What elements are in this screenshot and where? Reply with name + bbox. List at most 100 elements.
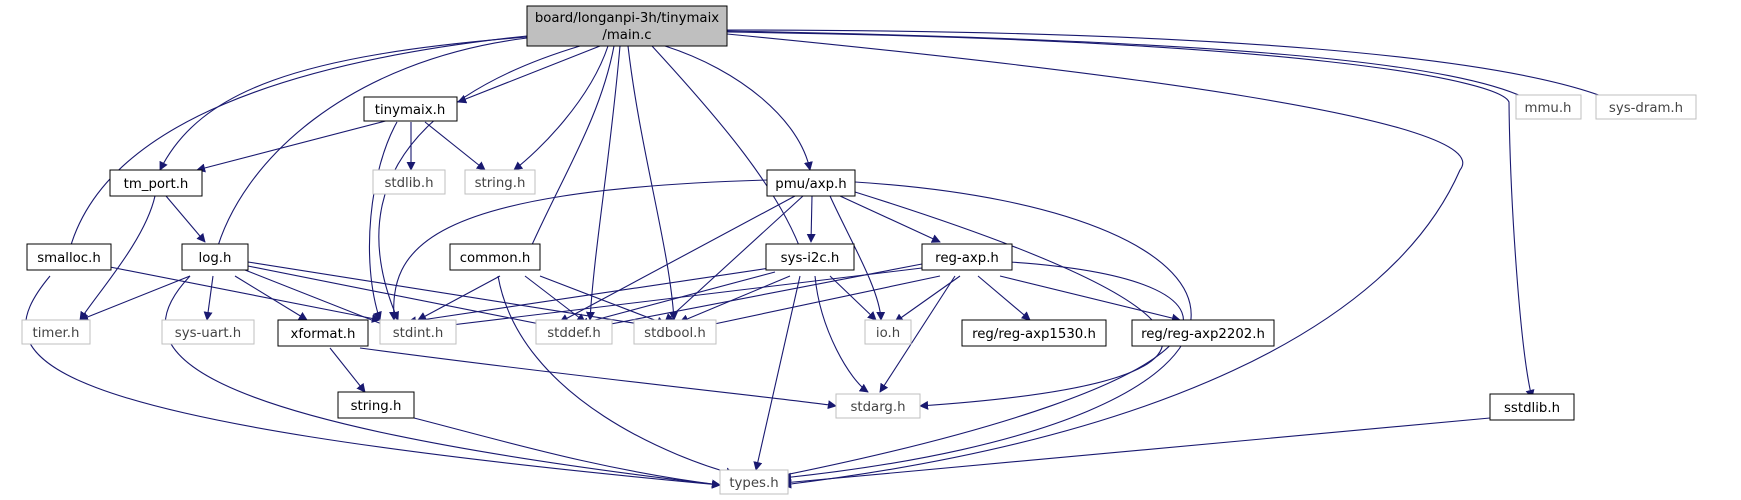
node-label: string.h: [351, 399, 402, 414]
node-stdint-h[interactable]: stdint.h: [379, 319, 457, 345]
edge-main-to-string-sys: [513, 45, 609, 171]
edge-reg-axp-to-reg-axp2202: [999, 275, 1181, 323]
edge-reg-axp-to-reg-axp1530: [977, 275, 1031, 321]
edge-main-to-sys-i2c: [651, 45, 805, 257]
edge-sys-i2c-to-types: [753, 275, 801, 471]
edge-common-to-stdint: [417, 275, 501, 321]
node-label: stddef.h: [547, 326, 601, 341]
edge-main-to-tm-port: [159, 36, 528, 171]
edge-main-to-log: [212, 37, 528, 257]
node-label: /main.c: [602, 28, 651, 43]
node-mmu-h[interactable]: mmu.h: [1515, 94, 1582, 120]
edge-sys-i2c-to-io: [829, 275, 877, 321]
file-nodes: board/longanpi-3h/tinymaix /main.c tinym…: [21, 5, 1697, 495]
node-label: pmu/axp.h: [775, 177, 846, 192]
edge-reg-axp-to-stdbool: [685, 275, 941, 333]
node-common-h[interactable]: common.h: [449, 243, 541, 271]
dependency-edges: [25, 29, 1624, 489]
node-label: stdint.h: [393, 326, 444, 341]
node-reg-axp2202-h[interactable]: reg/reg-axp2202.h: [1131, 319, 1275, 347]
node-stddef-h[interactable]: stddef.h: [535, 319, 613, 345]
node-label: sys-uart.h: [175, 326, 241, 341]
node-sys-uart-h[interactable]: sys-uart.h: [161, 319, 255, 345]
edge-pmu-to-io: [829, 195, 886, 321]
edge-log-to-types: [164, 275, 721, 489]
node-stdlib-h[interactable]: stdlib.h: [372, 169, 446, 195]
edge-xformat-to-string-local: [329, 347, 366, 393]
edge-tinymaix-to-string-sys: [424, 121, 486, 171]
edge-main-to-stddef: [585, 45, 621, 321]
node-label: tm_port.h: [124, 177, 189, 192]
node-timer-h[interactable]: timer.h: [21, 319, 91, 345]
edge-main-to-smalloc: [65, 35, 528, 257]
edge-pmu-to-stddef: [559, 195, 796, 323]
edge-tm-port-to-timer: [79, 195, 156, 321]
node-label: sys-i2c.h: [781, 251, 840, 266]
edge-pmu-to-sys-i2c: [806, 195, 816, 243]
edge-sys-i2c-to-stdint: [407, 267, 771, 326]
node-label: sys-dram.h: [1609, 101, 1683, 116]
edge-string-local-to-types: [413, 417, 721, 489]
edge-main-to-stdbool: [627, 45, 679, 321]
edge-reg-axp-to-stdarg: [879, 275, 956, 393]
edge-reg-axp-to-stddef: [589, 263, 923, 331]
edge-main-to-stdint: [378, 45, 581, 321]
node-sys-dram-h[interactable]: sys-dram.h: [1595, 94, 1697, 120]
node-types-h[interactable]: types.h: [719, 469, 789, 495]
edge-main-to-sys-dram: [726, 29, 1624, 106]
node-label: board/longanpi-3h/tinymaix: [535, 11, 719, 26]
edge-reg-axp-to-types: [769, 261, 1184, 481]
edge-reg-axp-to-io: [894, 275, 961, 323]
edge-pmu-to-stdbool: [664, 195, 804, 323]
node-sstdlib-h[interactable]: sstdlib.h: [1489, 393, 1575, 421]
edge-main-to-sstdlib: [726, 31, 1535, 399]
edge-tm-port-to-log: [165, 195, 206, 243]
edge-pmu-to-stdint: [389, 179, 768, 321]
node-label: common.h: [460, 251, 531, 266]
node-label: stdlib.h: [384, 176, 433, 191]
edge-log-to-timer: [79, 275, 191, 322]
node-tinymaix-h[interactable]: tinymaix.h: [363, 96, 458, 122]
edge-sys-i2c-to-stdbool: [679, 275, 791, 324]
node-reg-axp1530-h[interactable]: reg/reg-axp1530.h: [961, 319, 1107, 347]
node-label: timer.h: [33, 326, 80, 341]
edge-log-to-sys-uart: [203, 275, 214, 321]
node-label: io.h: [876, 326, 900, 341]
edge-log-to-xformat: [234, 275, 308, 321]
edge-sstdlib-to-types: [782, 417, 1491, 487]
node-label: reg-axp.h: [935, 251, 999, 266]
edge-tinymaix-to-stdint: [368, 121, 398, 321]
node-string-h-system[interactable]: string.h: [464, 169, 536, 195]
node-label: xformat.h: [291, 327, 356, 342]
node-main-c[interactable]: board/longanpi-3h/tinymaix /main.c: [526, 5, 728, 47]
node-label: reg/reg-axp2202.h: [1141, 327, 1265, 342]
edge-tinymaix-to-tm-port: [196, 117, 398, 173]
edge-smalloc-to-types: [25, 275, 721, 489]
edge-main-to-types: [726, 33, 1464, 489]
node-sys-i2c-h[interactable]: sys-i2c.h: [765, 243, 855, 271]
node-label: types.h: [729, 476, 778, 491]
node-smalloc-h[interactable]: smalloc.h: [26, 243, 112, 271]
node-stdbool-h[interactable]: stdbool.h: [633, 319, 717, 345]
node-reg-axp-h[interactable]: reg-axp.h: [921, 243, 1013, 271]
edge-log-to-stdint: [244, 269, 393, 330]
node-xformat-h[interactable]: xformat.h: [277, 319, 369, 347]
node-log-h[interactable]: log.h: [181, 243, 249, 271]
node-label: string.h: [475, 176, 526, 191]
node-label: stdarg.h: [850, 400, 905, 415]
edge-log-to-stddef: [247, 265, 561, 331]
edge-main-to-mmu: [726, 30, 1539, 106]
node-label: mmu.h: [1525, 101, 1572, 116]
node-io-h[interactable]: io.h: [864, 319, 912, 345]
node-tm-port-h[interactable]: tm_port.h: [109, 169, 203, 197]
node-stdarg-h[interactable]: stdarg.h: [835, 393, 921, 419]
node-pmu-axp-h[interactable]: pmu/axp.h: [766, 169, 856, 197]
node-label: stdbool.h: [644, 326, 706, 341]
edge-pmu-to-types: [782, 181, 1192, 482]
edge-main-to-tinymaix: [457, 45, 601, 104]
edge-sys-i2c-to-stdarg: [814, 275, 869, 393]
node-label: smalloc.h: [37, 251, 101, 266]
node-string-h-local[interactable]: string.h: [337, 391, 415, 419]
node-label: sstdlib.h: [1504, 401, 1560, 416]
